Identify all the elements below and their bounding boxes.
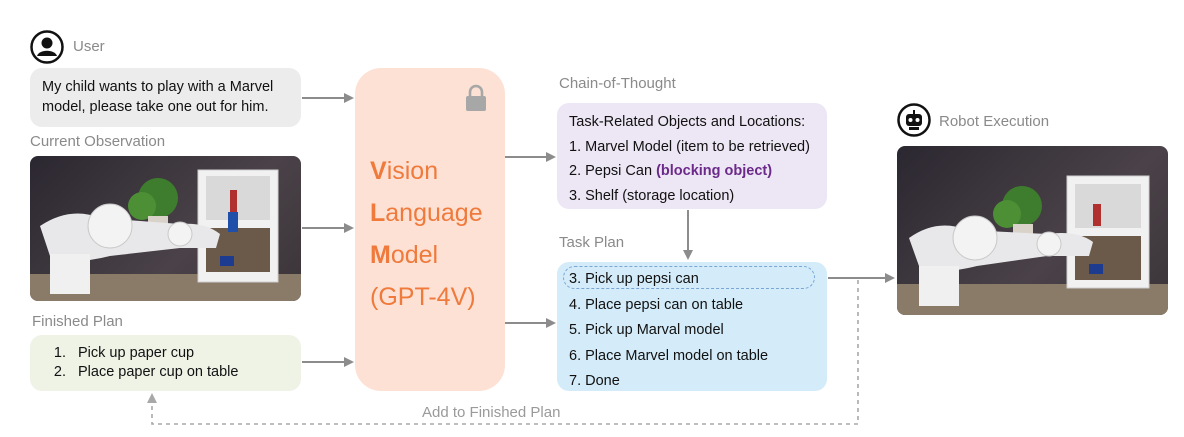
- finished-plan-box: Pick up paper cup Place paper cup on tab…: [30, 335, 301, 391]
- cot-item: 2. Pepsi Can (blocking object): [569, 159, 827, 184]
- feedback-label: Add to Finished Plan: [422, 404, 561, 421]
- user-label: User: [73, 38, 105, 55]
- user-avatar-icon: [30, 30, 64, 64]
- cot-label: Chain-of-Thought: [559, 75, 676, 92]
- vlm-title: Vision Language Model (GPT-4V): [370, 150, 483, 318]
- task-plan-step: 5. Pick up Marval model: [569, 322, 724, 338]
- finished-plan-item: Place paper cup on table: [70, 363, 301, 382]
- cot-item-text: 2. Pepsi Can: [569, 163, 657, 179]
- vlm-word: odel: [390, 241, 439, 269]
- vlm-word: ision: [386, 157, 439, 185]
- current-step-highlight: [563, 266, 815, 289]
- robot-label: Robot Execution: [939, 113, 1050, 130]
- task-plan-box: 3. Pick up pepsi can 4. Place pepsi can …: [557, 262, 827, 391]
- robot-execution-image: [897, 146, 1168, 315]
- vlm-initial: L: [370, 199, 386, 227]
- vlm-word: anguage: [385, 199, 483, 227]
- task-plan-step: 7. Done: [569, 373, 620, 389]
- lock-icon: [465, 84, 487, 117]
- vlm-box: [355, 68, 505, 391]
- vlm-initial: M: [370, 241, 391, 269]
- user-message: My child wants to play with a Marvel mod…: [30, 68, 301, 127]
- task-plan-step: 6. Place Marvel model on table: [569, 347, 769, 364]
- observation-image: [30, 156, 301, 301]
- task-plan-label: Task Plan: [559, 234, 625, 251]
- observation-label: Current Observation: [30, 133, 166, 150]
- finished-plan-item: Pick up paper cup: [70, 344, 301, 363]
- cot-highlight: (blocking object): [656, 163, 773, 179]
- arrow-feedback-loop: [147, 280, 859, 425]
- vlm-model-name: (GPT-4V): [370, 283, 476, 311]
- cot-item: 3. Shelf (storage location): [569, 187, 735, 204]
- cot-item: 1. Marvel Model (item to be retrieved): [569, 138, 810, 155]
- robot-icon: [897, 103, 931, 137]
- vlm-initial: V: [370, 157, 387, 185]
- cot-heading: Task-Related Objects and Locations:: [569, 114, 806, 130]
- finished-plan-label: Finished Plan: [32, 313, 123, 330]
- task-plan-step: 4. Place pepsi can on table: [569, 296, 744, 313]
- task-plan-step: 3. Pick up pepsi can: [569, 271, 699, 287]
- cot-box: Task-Related Objects and Locations: 1. M…: [557, 103, 827, 209]
